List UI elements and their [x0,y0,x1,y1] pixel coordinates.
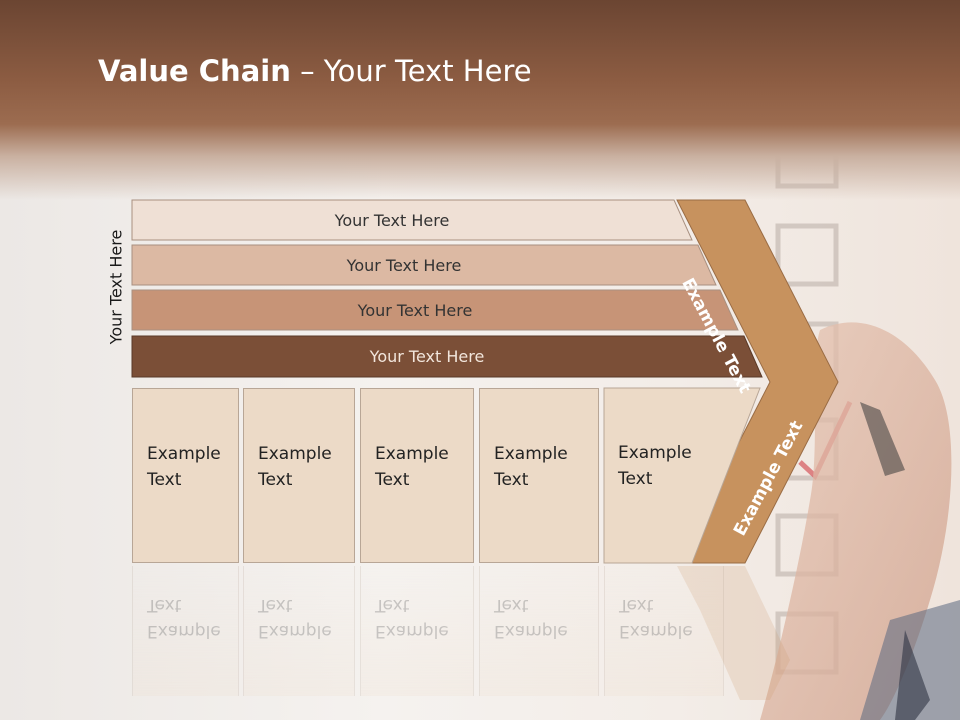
box-line: Text [494,470,529,490]
support-band-4: Your Text Here [132,336,762,376]
box-line: Text [258,470,293,490]
band-label: Your Text Here [357,300,473,320]
box-line: Text [375,470,410,490]
support-band-1: Your Text Here [132,200,692,240]
box-line: Example [618,443,692,463]
slide-title: Value Chain – Your Text Here [98,54,532,88]
band-label: Your Text Here [369,346,485,366]
box-line: Example [258,444,332,464]
box-line: Example [375,444,449,464]
box-line: Text [618,469,653,489]
box-line: Example [494,444,568,464]
support-band-2: Your Text Here [132,245,716,285]
band-label: Your Text Here [334,210,450,230]
band-label: Your Text Here [346,255,462,275]
box-line: Example [147,444,221,464]
box-line: Text [147,470,182,490]
title-bar [0,0,960,200]
support-band-3: Your Text Here [132,290,738,330]
